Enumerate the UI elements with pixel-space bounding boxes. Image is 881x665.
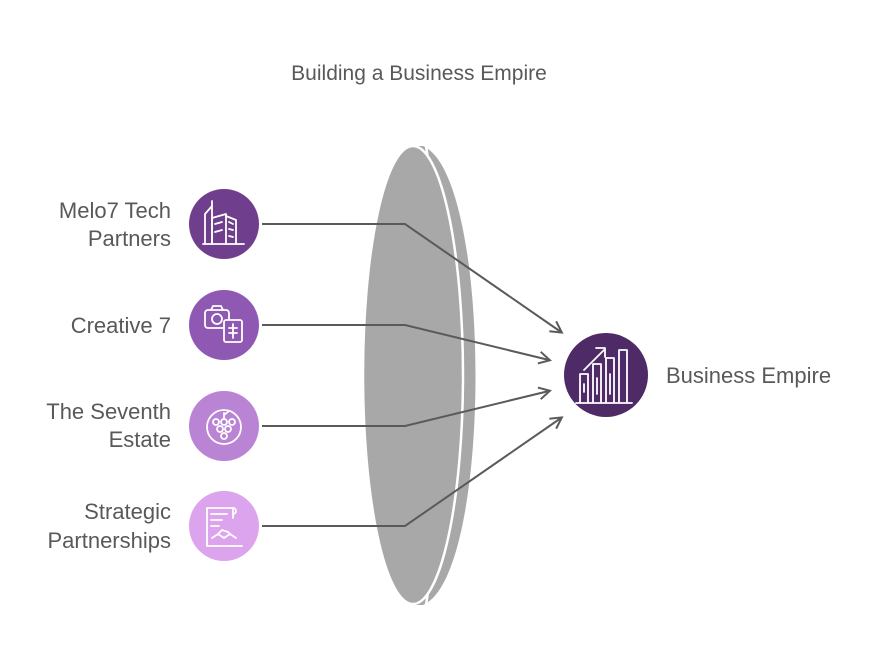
strategic-label-line2: Partnerships <box>47 528 171 553</box>
connector-seventh-estate <box>262 391 549 427</box>
growth-chart-icon <box>575 347 633 404</box>
seventh-estate-circle <box>189 391 259 461</box>
input-melo7-tech-partners: Melo7 Tech Partners <box>59 189 259 259</box>
melo7-label-line1: Melo7 Tech <box>59 198 171 223</box>
business-empire-label: Business Empire <box>666 363 831 388</box>
seventh-estate-label-line1: The Seventh <box>46 399 171 424</box>
connector-creative7 <box>262 324 549 360</box>
connector-strategic <box>262 418 561 527</box>
output-business-empire: Business Empire <box>564 333 831 417</box>
camera-document-icon <box>204 305 243 343</box>
input-strategic-partnerships: Strategic Partnerships <box>47 491 259 561</box>
handshake-contract-icon <box>206 507 243 547</box>
buildings-icon <box>202 200 245 245</box>
diagram-title: Building a Business Empire <box>291 62 547 85</box>
input-creative-7: Creative 7 <box>71 290 259 360</box>
connectors <box>262 223 561 527</box>
connector-melo7 <box>262 223 561 332</box>
strategic-circle <box>189 491 259 561</box>
melo7-label-line2: Partners <box>88 226 171 251</box>
melo7-circle <box>189 189 259 259</box>
strategic-label-line1: Strategic <box>84 499 171 524</box>
input-the-seventh-estate: The Seventh Estate <box>46 391 259 461</box>
grapes-icon <box>206 409 242 445</box>
creative7-label: Creative 7 <box>71 313 171 338</box>
lens-shape <box>361 144 476 606</box>
seventh-estate-label-line2: Estate <box>109 427 171 452</box>
